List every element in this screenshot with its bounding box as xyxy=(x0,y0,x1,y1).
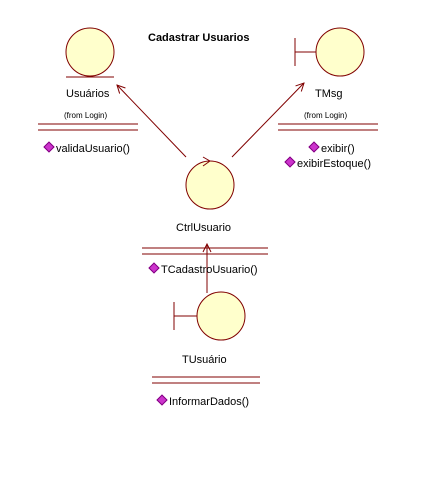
operation-label: InformarDados() xyxy=(169,396,250,408)
tusuario-boundary-icon[interactable] xyxy=(173,291,246,341)
ctrl-to-tmsg-arrow[interactable] xyxy=(231,83,304,158)
operation-icon xyxy=(284,156,296,168)
ctrl-to-usuarios-arrow[interactable] xyxy=(117,85,187,158)
operation-icon xyxy=(43,141,55,153)
tmsg-name: TMsg xyxy=(315,88,343,100)
operation-icon xyxy=(308,141,320,153)
tusuario-compartment-lines xyxy=(152,376,260,384)
tmsg-boundary-icon[interactable] xyxy=(294,27,365,77)
usuarios-op-validausuario[interactable]: validaUsuario() xyxy=(43,141,130,155)
ctrlusuario-control-icon[interactable] xyxy=(185,156,235,210)
usuarios-from: (from Login) xyxy=(64,111,108,120)
operation-label: exibir() xyxy=(321,143,355,155)
tusuario-op-informardados[interactable]: InformarDados() xyxy=(156,394,250,408)
operation-label: exibirEstoque() xyxy=(297,158,371,170)
operation-icon xyxy=(156,394,168,406)
tmsg-op-exibir[interactable]: exibir() xyxy=(308,141,355,155)
usuarios-compartment-lines xyxy=(38,123,138,131)
diagram-title: Cadastrar Usuarios xyxy=(148,32,250,44)
usuarios-entity-icon[interactable] xyxy=(65,27,115,78)
usuarios-name: Usuários xyxy=(66,88,110,100)
tusuario-name: TUsuário xyxy=(182,354,227,366)
ctrlusuario-name: CtrlUsuario xyxy=(176,222,232,234)
ctrlusuario-compartment-lines xyxy=(142,247,268,255)
tmsg-from: (from Login) xyxy=(304,111,348,120)
operation-icon xyxy=(148,262,160,274)
operation-label: validaUsuario() xyxy=(56,143,130,155)
tmsg-compartment-lines xyxy=(278,123,378,131)
tmsg-op-exibirestoque[interactable]: exibirEstoque() xyxy=(284,156,371,170)
ctrlusuario-op-tcadastrousuario[interactable]: TCadastroUsuario() xyxy=(148,262,258,276)
operation-label: TCadastroUsuario() xyxy=(161,264,258,276)
